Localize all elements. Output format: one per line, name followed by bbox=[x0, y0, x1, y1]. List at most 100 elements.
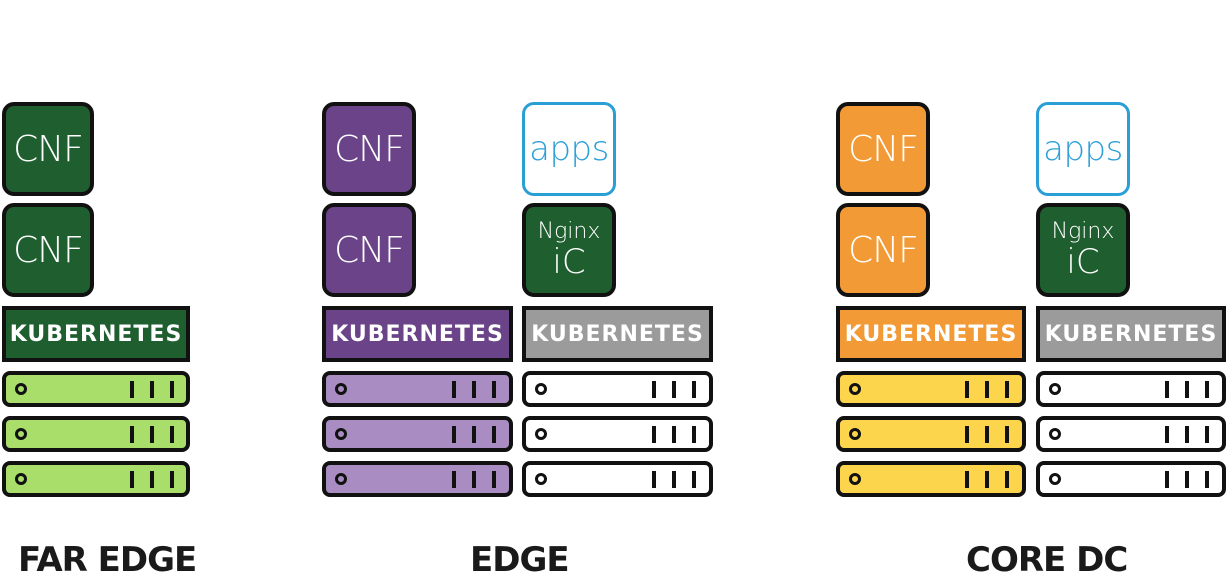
edge-server-left-1 bbox=[322, 371, 513, 407]
edge-kubernetes-label-left: KUBERNETES bbox=[331, 321, 504, 347]
core-server-left-3 bbox=[836, 461, 1026, 497]
server-slot-icon bbox=[1185, 471, 1189, 488]
server-slot-icon bbox=[1165, 471, 1169, 488]
server-slot-icon bbox=[130, 471, 134, 488]
server-led-icon bbox=[1049, 383, 1061, 395]
server-slot-icon bbox=[965, 426, 969, 443]
server-slot-icon bbox=[692, 471, 696, 488]
core-server-right-3 bbox=[1036, 461, 1226, 497]
core-cnf-label-2: CNF bbox=[848, 229, 919, 271]
server-led-icon bbox=[849, 428, 861, 440]
server-slot-icon bbox=[1005, 471, 1009, 488]
server-slot-icon bbox=[1165, 426, 1169, 443]
edge-server-right-1 bbox=[522, 371, 713, 407]
server-slot-icon bbox=[692, 381, 696, 398]
server-led-icon bbox=[15, 428, 27, 440]
edge-apps-box: apps bbox=[522, 102, 616, 196]
server-slot-icon bbox=[472, 381, 476, 398]
server-slot-icon bbox=[985, 471, 989, 488]
server-led-icon bbox=[335, 428, 347, 440]
server-slot-icon bbox=[170, 381, 174, 398]
server-led-icon bbox=[535, 383, 547, 395]
edge-server-left-2 bbox=[322, 416, 513, 452]
core-nginx-label: Nginx bbox=[1051, 219, 1115, 244]
far-edge-cnf-label-1: CNF bbox=[13, 128, 84, 170]
far-edge-kubernetes-label: KUBERNETES bbox=[9, 321, 183, 347]
server-slot-icon bbox=[985, 381, 989, 398]
edge-cnf-box-1: CNF bbox=[322, 102, 416, 196]
server-slot-icon bbox=[1185, 381, 1189, 398]
edge-label: EDGE bbox=[470, 540, 570, 580]
server-led-icon bbox=[15, 473, 27, 485]
server-led-icon bbox=[335, 473, 347, 485]
server-slot-icon bbox=[130, 426, 134, 443]
far-edge-cnf-box-1: CNF bbox=[2, 102, 94, 196]
edge-server-right-3 bbox=[522, 461, 713, 497]
server-led-icon bbox=[15, 383, 27, 395]
server-slot-icon bbox=[452, 426, 456, 443]
core-dc-label: CORE DC bbox=[966, 540, 1128, 580]
core-kubernetes-bar-left: KUBERNETES bbox=[836, 306, 1026, 362]
edge-cnf-box-2: CNF bbox=[322, 203, 416, 297]
server-slot-icon bbox=[965, 381, 969, 398]
core-server-right-1 bbox=[1036, 371, 1226, 407]
server-led-icon bbox=[849, 473, 861, 485]
server-slot-icon bbox=[672, 426, 676, 443]
core-kubernetes-label-left: KUBERNETES bbox=[844, 321, 1018, 347]
server-led-icon bbox=[1049, 428, 1061, 440]
server-slot-icon bbox=[985, 426, 989, 443]
server-slot-icon bbox=[672, 471, 676, 488]
server-slot-icon bbox=[492, 471, 496, 488]
server-slot-icon bbox=[652, 381, 656, 398]
core-cnf-box-1: CNF bbox=[836, 102, 930, 196]
server-slot-icon bbox=[692, 426, 696, 443]
edge-ic-label: iC bbox=[552, 242, 586, 282]
edge-kubernetes-label-right: KUBERNETES bbox=[531, 321, 704, 347]
edge-cnf-label-2: CNF bbox=[334, 229, 405, 271]
server-slot-icon bbox=[150, 381, 154, 398]
core-server-right-2 bbox=[1036, 416, 1226, 452]
server-led-icon bbox=[1049, 473, 1061, 485]
core-cnf-label-1: CNF bbox=[848, 128, 919, 170]
server-led-icon bbox=[535, 473, 547, 485]
server-slot-icon bbox=[170, 426, 174, 443]
server-slot-icon bbox=[1165, 381, 1169, 398]
server-slot-icon bbox=[492, 426, 496, 443]
server-slot-icon bbox=[1205, 471, 1209, 488]
server-slot-icon bbox=[965, 471, 969, 488]
core-server-left-1 bbox=[836, 371, 1026, 407]
edge-server-right-2 bbox=[522, 416, 713, 452]
server-slot-icon bbox=[1205, 426, 1209, 443]
server-slot-icon bbox=[130, 381, 134, 398]
server-slot-icon bbox=[652, 471, 656, 488]
server-slot-icon bbox=[1005, 426, 1009, 443]
server-slot-icon bbox=[150, 471, 154, 488]
core-kubernetes-bar-right: KUBERNETES bbox=[1036, 306, 1226, 362]
server-led-icon bbox=[335, 383, 347, 395]
server-slot-icon bbox=[652, 426, 656, 443]
edge-cnf-label-1: CNF bbox=[334, 128, 405, 170]
edge-kubernetes-bar-right: KUBERNETES bbox=[522, 306, 713, 362]
server-slot-icon bbox=[472, 426, 476, 443]
server-slot-icon bbox=[1205, 381, 1209, 398]
core-apps-label: apps bbox=[1043, 129, 1123, 169]
edge-nginx-ic-box: Nginx iC bbox=[522, 203, 616, 297]
core-ic-label: iC bbox=[1066, 242, 1100, 282]
server-slot-icon bbox=[170, 471, 174, 488]
server-led-icon bbox=[849, 383, 861, 395]
core-apps-box: apps bbox=[1036, 102, 1130, 196]
edge-server-left-3 bbox=[322, 461, 513, 497]
far-edge-server-3 bbox=[2, 461, 190, 497]
core-server-left-2 bbox=[836, 416, 1026, 452]
server-slot-icon bbox=[1185, 426, 1189, 443]
server-slot-icon bbox=[150, 426, 154, 443]
server-slot-icon bbox=[452, 471, 456, 488]
far-edge-cnf-label-2: CNF bbox=[13, 229, 84, 271]
far-edge-server-2 bbox=[2, 416, 190, 452]
edge-apps-label: apps bbox=[529, 129, 609, 169]
server-slot-icon bbox=[672, 381, 676, 398]
edge-kubernetes-bar-left: KUBERNETES bbox=[322, 306, 513, 362]
far-edge-kubernetes-bar: KUBERNETES bbox=[2, 306, 190, 362]
server-slot-icon bbox=[492, 381, 496, 398]
